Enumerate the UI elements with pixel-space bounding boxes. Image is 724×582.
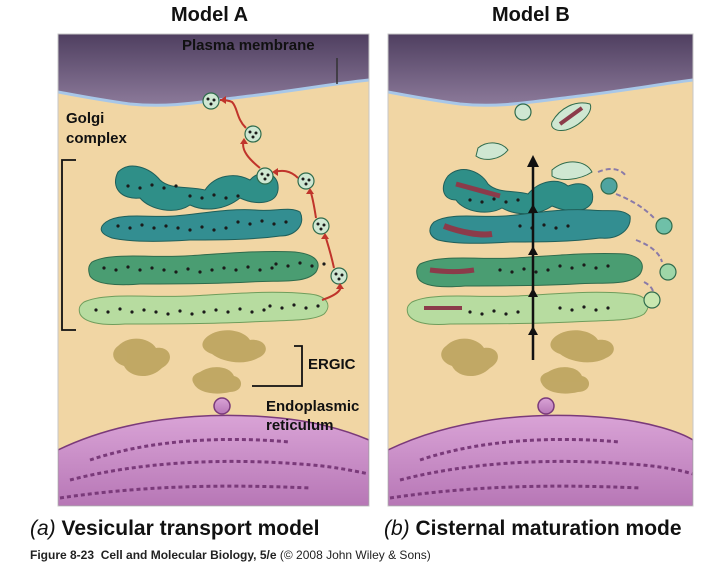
er-label-line1: Endoplasmic (266, 398, 360, 415)
caption-b-text: Cisternal maturation mode (415, 517, 682, 540)
ergic-a (113, 330, 266, 394)
plasma-membrane-a (58, 34, 369, 106)
cisterna-a-3 (88, 250, 326, 286)
caption-b-letter: (b) (384, 517, 410, 540)
caption-a: (a) Vesicular transport model (30, 517, 319, 541)
arrow-heads-a (220, 96, 344, 289)
maturation-arrow (527, 155, 539, 360)
plasma-membrane-b (388, 34, 693, 106)
er-a (58, 397, 369, 506)
panel-b (388, 34, 693, 506)
cisterna-b-4 (406, 291, 649, 325)
retrograde-arrows-b (597, 168, 663, 293)
figure-credit: Figure 8-23 Cell and Molecular Biology, … (30, 548, 431, 562)
panel-a (58, 34, 369, 506)
ergic-label: ERGIC (308, 356, 356, 373)
golgi-bracket (61, 159, 76, 331)
golgi-label-line1: Golgi (66, 110, 105, 127)
credit-figure: Figure 8-23 (30, 548, 95, 562)
cisterna-a-1 (115, 165, 279, 211)
cisterna-b-2 (429, 209, 631, 244)
cisterna-a-4 (78, 291, 329, 325)
released-vesicles-b (475, 102, 593, 180)
er-b (388, 397, 693, 506)
model-a-title: Model A (171, 4, 249, 26)
caption-a-letter: (a) (30, 517, 56, 540)
transport-vesicles-a (202, 92, 348, 285)
cisterna-b-3 (416, 252, 643, 288)
cisterna-a-2 (100, 208, 303, 242)
caption-a-text: Vesicular transport model (61, 517, 320, 540)
plasma-membrane-label: Plasma membrane (182, 37, 315, 54)
model-b-title: Model B (492, 4, 570, 26)
credit-copyright: (© 2008 John Wiley & Sons) (279, 548, 431, 562)
ergic-b (441, 330, 614, 394)
retrograde-vesicles-b (600, 177, 677, 309)
caption-b: (b) Cisternal maturation mode (384, 517, 682, 541)
er-label-line2: reticulum (266, 417, 334, 434)
golgi-label-line2: complex (66, 130, 127, 147)
credit-book: Cell and Molecular Biology, 5/e (100, 548, 277, 562)
